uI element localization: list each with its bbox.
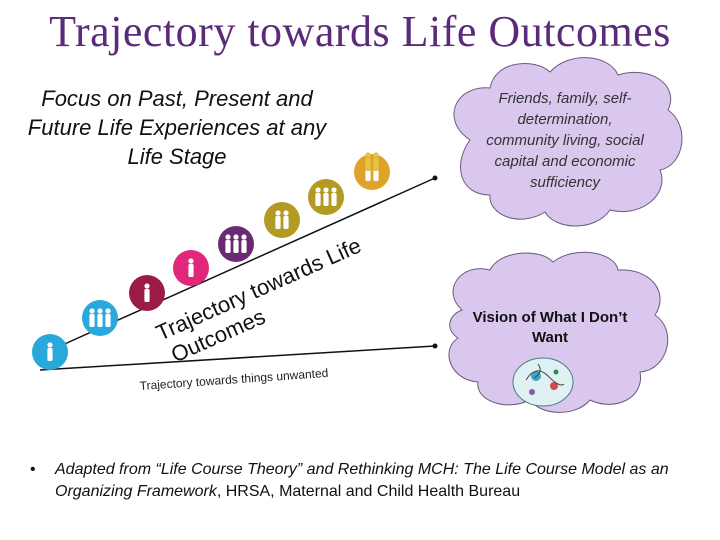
lower-trajectory-label: Trajectory towards things unwanted bbox=[139, 366, 329, 393]
upper-outcome-cloud bbox=[453, 57, 683, 227]
upper-arrow-dot bbox=[432, 175, 438, 181]
mature-adults-icon bbox=[354, 154, 390, 190]
lower-unwanted-cloud bbox=[448, 251, 669, 413]
teen-girl-icon bbox=[173, 250, 209, 286]
young-adults-icon bbox=[218, 226, 254, 262]
older-adults-icon bbox=[365, 152, 379, 171]
child-icon bbox=[129, 275, 165, 311]
toddlers-icon bbox=[82, 300, 118, 336]
footnote-source: , HRSA, Maternal and Child Health Bureau bbox=[216, 483, 521, 500]
lower-trajectory-line bbox=[39, 345, 436, 371]
page-title: Trajectory towards Life Outcomes bbox=[49, 7, 671, 56]
family-icon bbox=[308, 179, 344, 215]
footnote: • Adapted from “Life Course Theory” and … bbox=[30, 459, 690, 503]
bullet: • bbox=[30, 461, 36, 478]
unwanted-doodle-image bbox=[512, 357, 574, 407]
focus-statement: Focus on Past, Present and Future Life E… bbox=[27, 86, 327, 169]
infant-icon bbox=[32, 334, 68, 370]
upper-cloud-text: Friends, family, self-determination, com… bbox=[486, 90, 644, 191]
lower-cloud-text: Vision of What I Don’t Want bbox=[472, 309, 628, 346]
lower-arrow-dot bbox=[432, 343, 438, 349]
footnote-citation: Adapted from “Life Course Theory” and Re… bbox=[55, 461, 669, 500]
couple-icon bbox=[264, 202, 300, 238]
